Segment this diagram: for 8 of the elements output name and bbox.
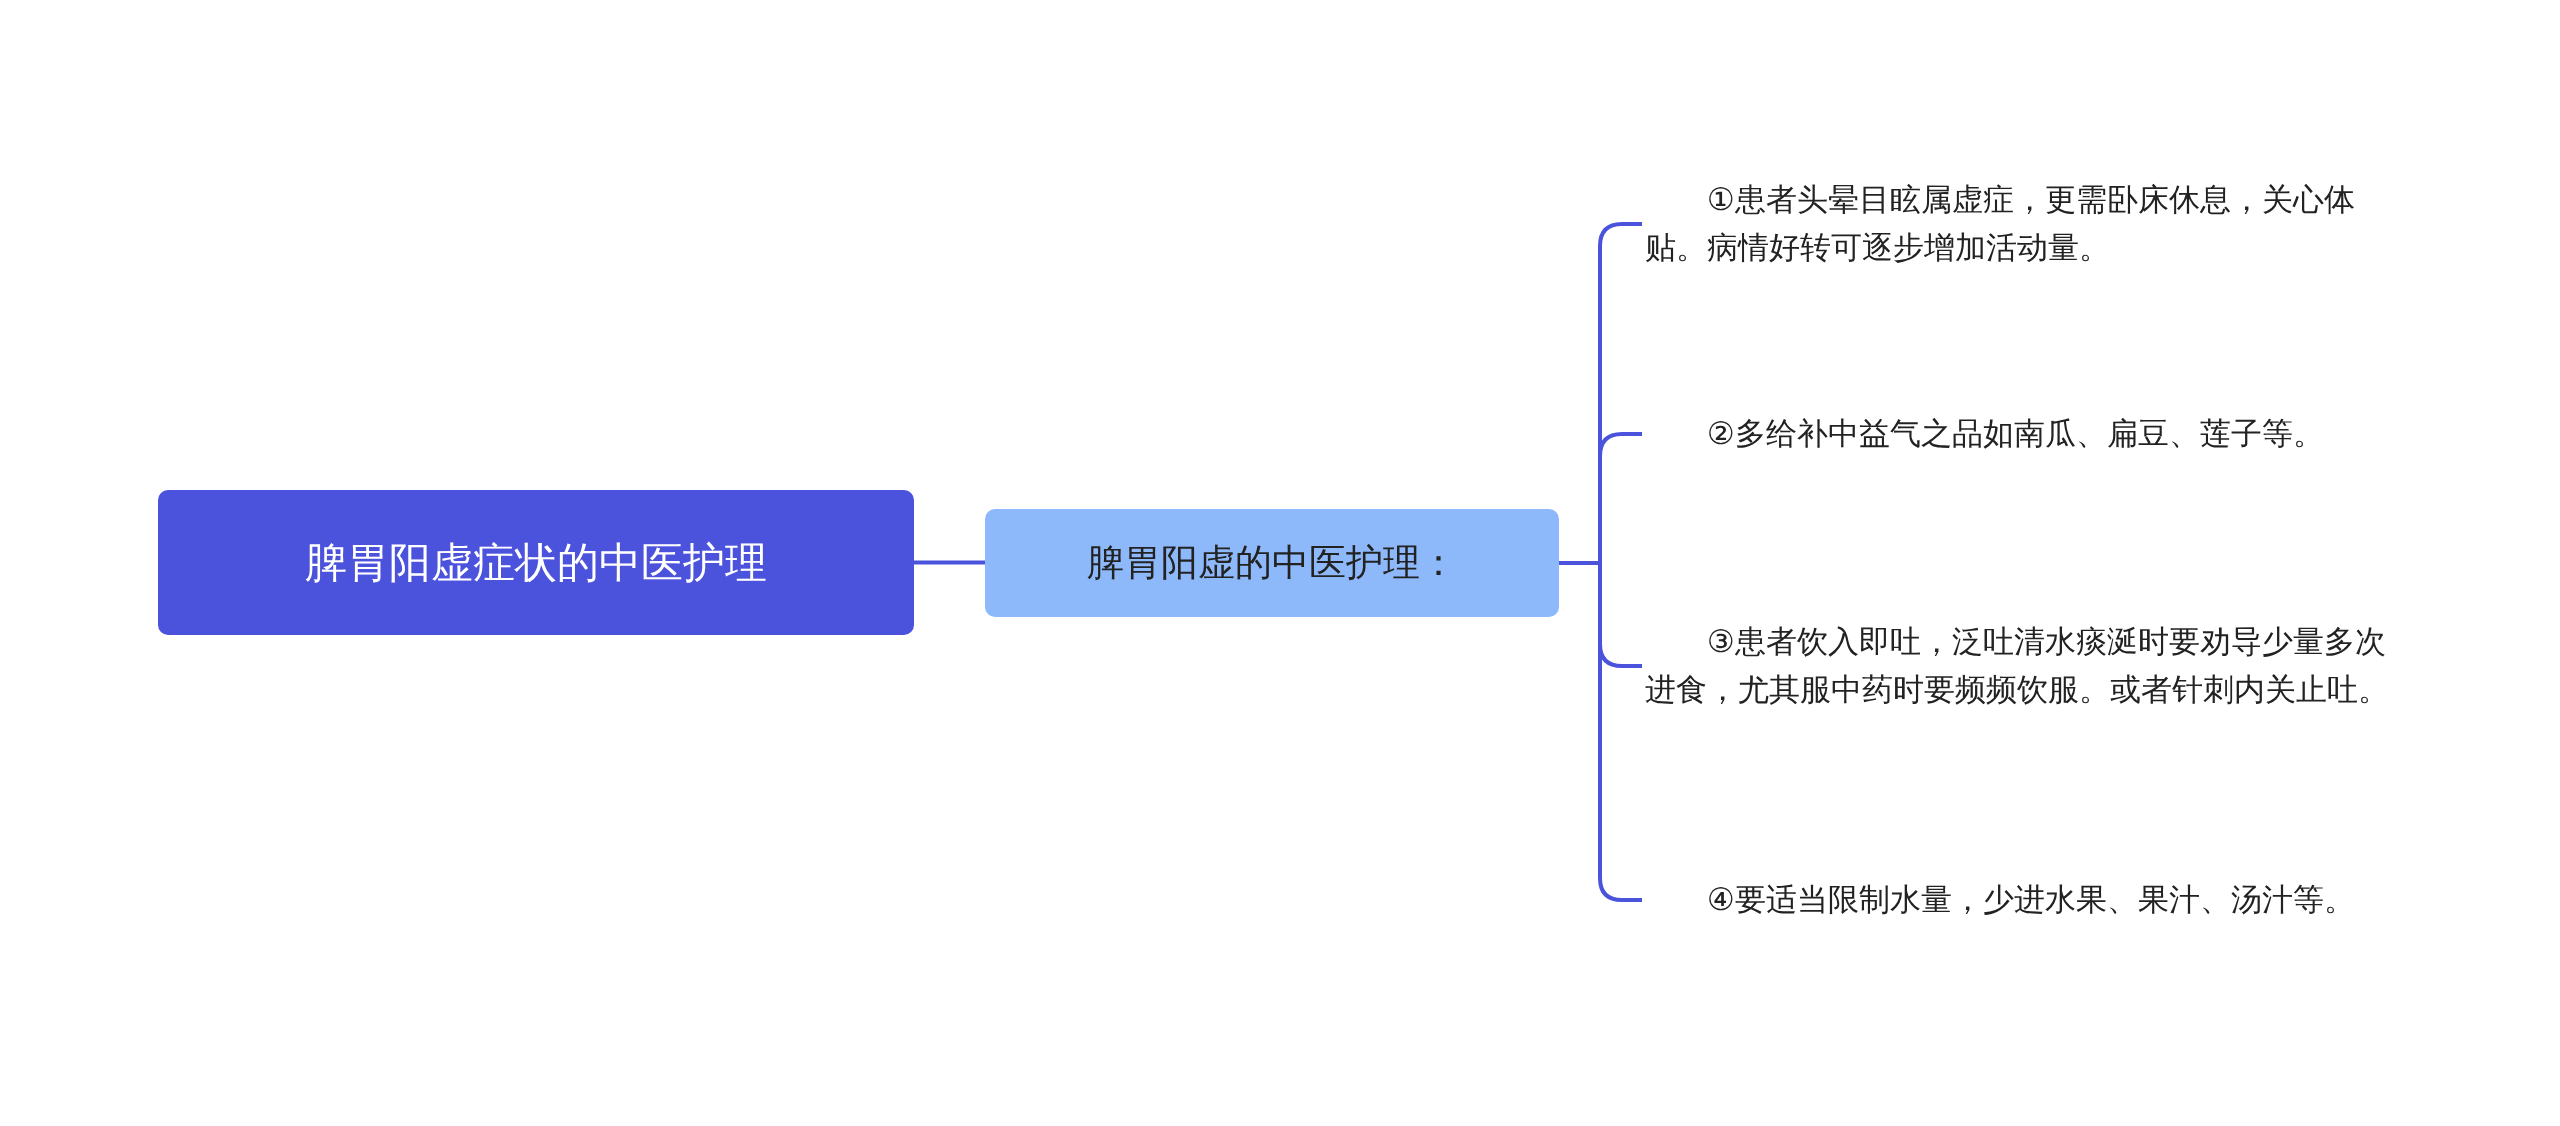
connector-line (1559, 561, 1642, 902)
leaf-text: ③患者饮入即吐，泛吐清水痰涎时要劝导少量多次进食，尤其服中药时要频频饮服。或者针刺内关止吐。 (1645, 618, 2415, 714)
topic-box: 脾胃阳虚的中医护理： (985, 509, 1559, 617)
leaf-text: ②多给补中益气之品如南瓜、扁豆、莲子等。 (1645, 410, 2415, 458)
leaf-text: ④要适当限制水量，少进水果、果汁、汤汁等。 (1645, 876, 2415, 924)
root-topic-box: 脾胃阳虚症状的中医护理 (158, 490, 914, 635)
leaf-text: ①患者头晕目眩属虚症，更需卧床休息，关心体贴。病情好转可逐步增加活动量。 (1645, 176, 2415, 272)
connector-line (914, 560, 985, 565)
